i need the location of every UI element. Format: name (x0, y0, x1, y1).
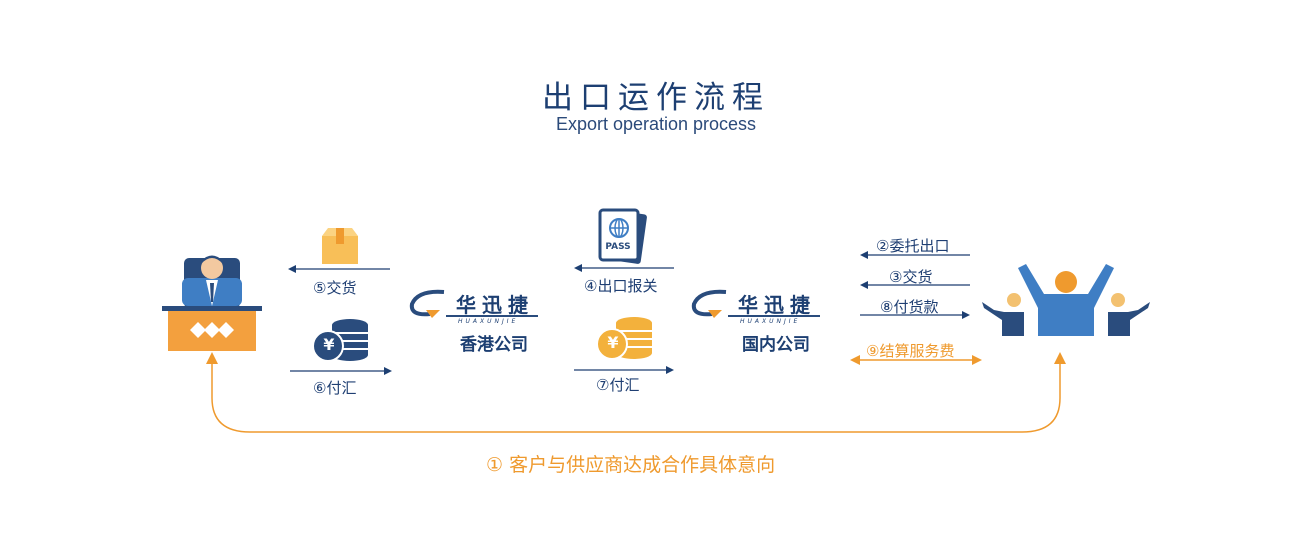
company-logo-swoosh-icon (691, 289, 727, 318)
hk-logo-text: 华迅捷 (456, 293, 534, 317)
step9-label: ⑨结算服务费 (866, 342, 955, 360)
page-title: 出口运作流程 (542, 80, 770, 116)
step2-label: ②委托出口 (876, 237, 950, 255)
currency-symbol: ¥ (607, 333, 619, 352)
domestic-logo-text: 华迅捷 (738, 293, 816, 317)
passport-label: PASS (605, 242, 631, 252)
step7-label: ⑦付汇 (596, 376, 640, 394)
hk-company-name: 香港公司 (460, 335, 528, 355)
step3-label: ③交货 (889, 268, 933, 286)
step5-label: ⑤交货 (313, 279, 357, 297)
coin-stack-icon (312, 319, 368, 362)
package-box-icon (322, 228, 358, 264)
step8-label: ⑧付货款 (880, 298, 939, 316)
currency-symbol: ¥ (323, 335, 335, 354)
step1-label: ① 客户与供应商达成合作具体意向 (486, 454, 776, 476)
passport-icon (598, 208, 647, 264)
hk-logo-sub: HUAXUNJIE (458, 318, 519, 325)
coin-stack-icon (596, 317, 652, 360)
domestic-company-name: 国内公司 (742, 335, 810, 355)
domestic-logo-sub: HUAXUNJIE (740, 318, 801, 325)
businessman-at-desk-icon (162, 255, 262, 351)
company-logo-swoosh-icon (409, 289, 445, 318)
arrow-step1 (211, 362, 1061, 433)
people-group-icon (982, 264, 1150, 336)
page-subtitle: Export operation process (555, 114, 757, 134)
domestic-logo-rule (728, 315, 820, 317)
step6-label: ⑥付汇 (313, 379, 357, 397)
step4-label: ④出口报关 (584, 277, 658, 295)
hk-logo-rule (446, 315, 538, 317)
